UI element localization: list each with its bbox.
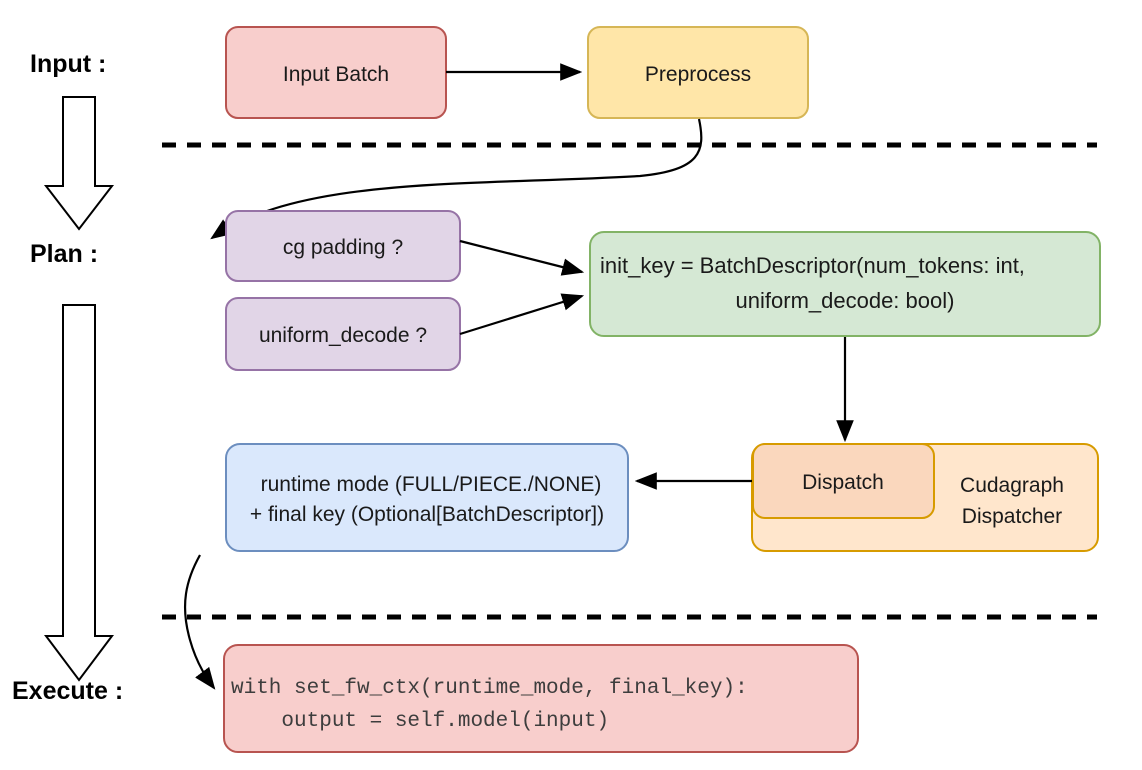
node-dispatch[interactable] xyxy=(752,443,935,519)
stage-label-execute: Execute : xyxy=(12,677,123,705)
node-cudagraph-dispatcher-line1: Cudagraph xyxy=(960,474,1064,497)
stage-label-input: Input : xyxy=(30,50,106,78)
node-runtime-mode-line2: + final key (Optional[BatchDescriptor]) xyxy=(250,503,604,526)
node-init-key-line1: init_key = BatchDescriptor(num_tokens: i… xyxy=(600,253,1025,278)
node-execute-code-line1: with set_fw_ctx(runtime_mode, final_key)… xyxy=(231,677,748,700)
node-init-key-line2: uniform_decode: bool) xyxy=(736,288,955,313)
stage-label-plan: Plan : xyxy=(30,240,98,268)
node-preprocess[interactable] xyxy=(587,26,809,119)
stage-arrow-plan-to-execute xyxy=(44,304,114,682)
node-execute-code[interactable] xyxy=(223,644,859,753)
node-input-batch-label: Input Batch xyxy=(283,63,389,86)
edge-cg-padding-to-init-key xyxy=(459,239,585,276)
edge-preprocess-to-cg-padding xyxy=(210,118,703,240)
edge-runtime-mode-to-execute-code xyxy=(184,554,216,690)
node-dispatch-label: Dispatch xyxy=(802,471,884,494)
node-runtime-mode[interactable] xyxy=(225,443,629,552)
edge-uniform-decode-to-init-key xyxy=(459,293,585,336)
node-execute-code-line2: output = self.model(input) xyxy=(231,710,609,733)
node-cudagraph-dispatcher-line2: Dispatcher xyxy=(962,505,1062,528)
stage-arrow-input-to-plan xyxy=(43,96,115,231)
node-preprocess-label: Preprocess xyxy=(645,63,751,86)
node-cg-padding[interactable] xyxy=(225,210,461,282)
node-uniform-decode-label: uniform_decode ? xyxy=(259,324,427,347)
node-runtime-mode-line1: runtime mode (FULL/PIECE./NONE) xyxy=(261,473,602,496)
node-cg-padding-label: cg padding ? xyxy=(283,236,403,259)
node-init-key[interactable] xyxy=(589,231,1101,337)
